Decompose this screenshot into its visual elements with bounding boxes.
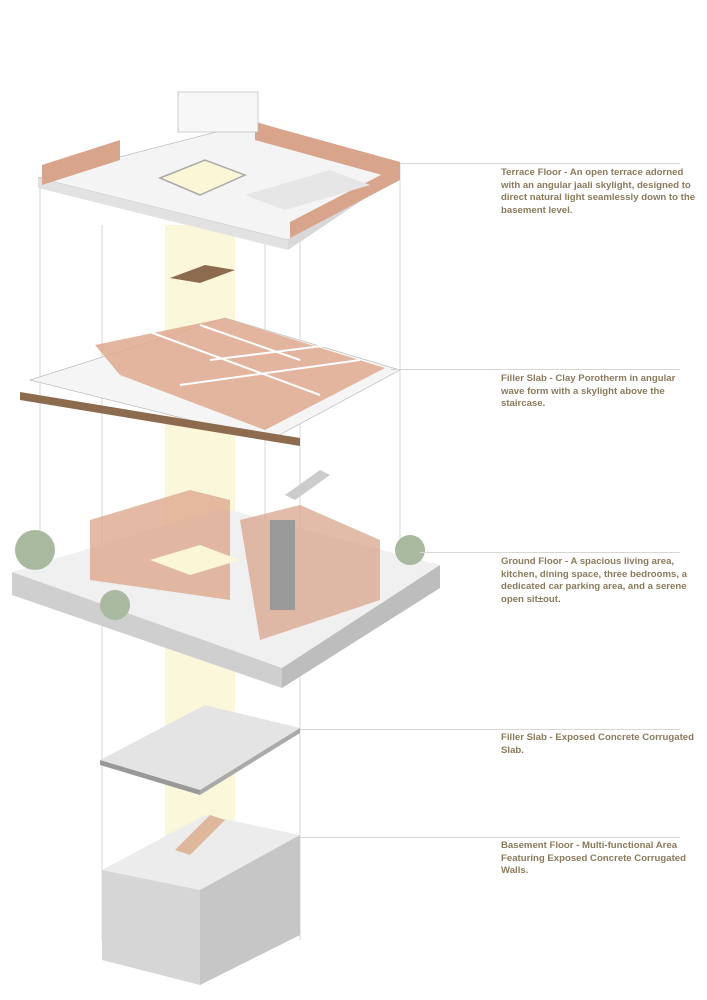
filler-slab-concrete — [100, 705, 300, 795]
leader-line — [420, 552, 680, 553]
filler-slab-clay — [20, 317, 401, 446]
leader-line — [300, 837, 680, 838]
ground-floor — [12, 470, 440, 688]
basement-floor — [102, 815, 300, 985]
annotation-filler-slab-concrete: Filler Slab - Exposed Concrete Corrugate… — [501, 732, 694, 756]
terrace-floor — [37, 91, 401, 250]
tree — [15, 530, 55, 570]
annotation-ground-floor: Ground Floor - A spacious living area, k… — [501, 556, 688, 605]
annotation-basement: Basement Floor - Multi-functional Area F… — [501, 840, 686, 876]
annotation-terrace: Terrace Floor - An open terrace adorned … — [501, 167, 696, 216]
annotation-filler-slab-clay: Filler Slab - Clay Porotherm in angular … — [501, 373, 676, 409]
tree — [100, 590, 130, 620]
leader-line — [300, 729, 680, 730]
leader-line — [390, 369, 680, 370]
leader-line — [400, 163, 680, 164]
skylight-jaali — [170, 265, 235, 283]
tree — [395, 535, 425, 565]
